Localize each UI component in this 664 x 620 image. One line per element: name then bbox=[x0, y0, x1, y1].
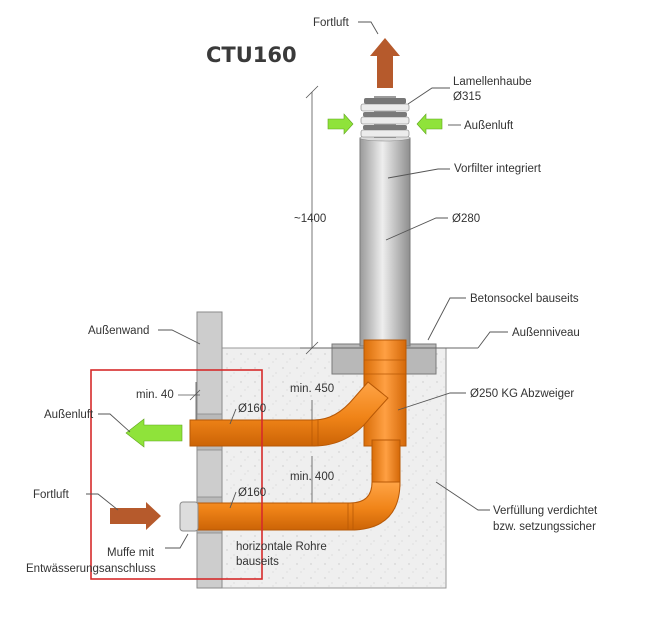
label-kg-abzweiger: Ø250 KG Abzweiger bbox=[470, 388, 574, 400]
label-verfuellung-1: Verfüllung verdichtet bbox=[493, 505, 598, 517]
label-lamellenhaube: Lamellenhaube bbox=[453, 76, 532, 88]
backfill-block bbox=[221, 347, 447, 589]
label-lamellenhaube-dia: Ø315 bbox=[453, 91, 481, 103]
label-vorfilter: Vorfilter integriert bbox=[454, 163, 542, 175]
lower-riser-pipe bbox=[371, 439, 401, 487]
louvre-hood bbox=[360, 96, 410, 138]
aussenluft-arrow-in-left bbox=[327, 113, 354, 135]
label-muffe-2: Entwässerungsanschluss bbox=[26, 563, 156, 575]
label-fortluft-top: Fortluft bbox=[313, 17, 350, 29]
diagram-title: CTU160 bbox=[206, 43, 297, 67]
highlight-box bbox=[90, 369, 263, 580]
label-dim-1400: ~1400 bbox=[294, 213, 326, 225]
label-dia-280: Ø280 bbox=[452, 213, 480, 225]
label-aussenluft-left: Außenluft bbox=[44, 409, 94, 421]
fortluft-arrow-in bbox=[110, 502, 161, 530]
leader-lines bbox=[86, 21, 508, 549]
label-min-400: min. 400 bbox=[290, 471, 334, 483]
label-horizontale-1: horizontale Rohre bbox=[236, 541, 327, 553]
label-min-450: min. 450 bbox=[290, 383, 334, 395]
label-fortluft-left: Fortluft bbox=[33, 489, 70, 501]
aussenluft-arrow-in-right bbox=[416, 113, 443, 135]
dimension-lines bbox=[178, 85, 319, 503]
label-horizontale-2: bauseits bbox=[236, 556, 279, 568]
fortluft-arrow-up bbox=[370, 38, 400, 88]
label-aussenniveau: Außenniveau bbox=[512, 327, 580, 339]
label-dia-160-lower: Ø160 bbox=[238, 487, 266, 499]
label-betonsockel: Betonsockel bauseits bbox=[470, 293, 579, 305]
label-min-40: min. 40 bbox=[136, 389, 174, 401]
label-dia-160-upper: Ø160 bbox=[238, 403, 266, 415]
label-muffe-1: Muffe mit bbox=[107, 547, 155, 559]
label-verfuellung-2: bzw. setzungssicher bbox=[493, 521, 596, 533]
upper-horizontal-pipe bbox=[189, 381, 389, 447]
label-aussenwand: Außenwand bbox=[88, 325, 149, 337]
filter-column bbox=[359, 137, 411, 347]
label-aussenluft-right: Außenluft bbox=[464, 120, 514, 132]
lower-horizontal-pipe bbox=[195, 481, 401, 531]
aussenluft-arrow-out bbox=[125, 418, 183, 448]
drain-sleeve bbox=[179, 501, 199, 532]
